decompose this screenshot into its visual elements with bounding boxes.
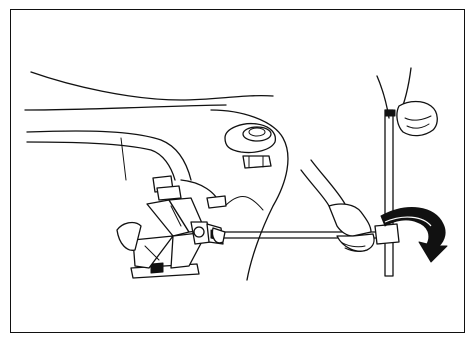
jack-handle-crank: [375, 110, 399, 276]
scissor-jack: [117, 176, 223, 278]
illustration-frame: [10, 9, 465, 333]
jack-illustration: [11, 10, 465, 333]
spare-tire-carrier: [207, 124, 275, 208]
